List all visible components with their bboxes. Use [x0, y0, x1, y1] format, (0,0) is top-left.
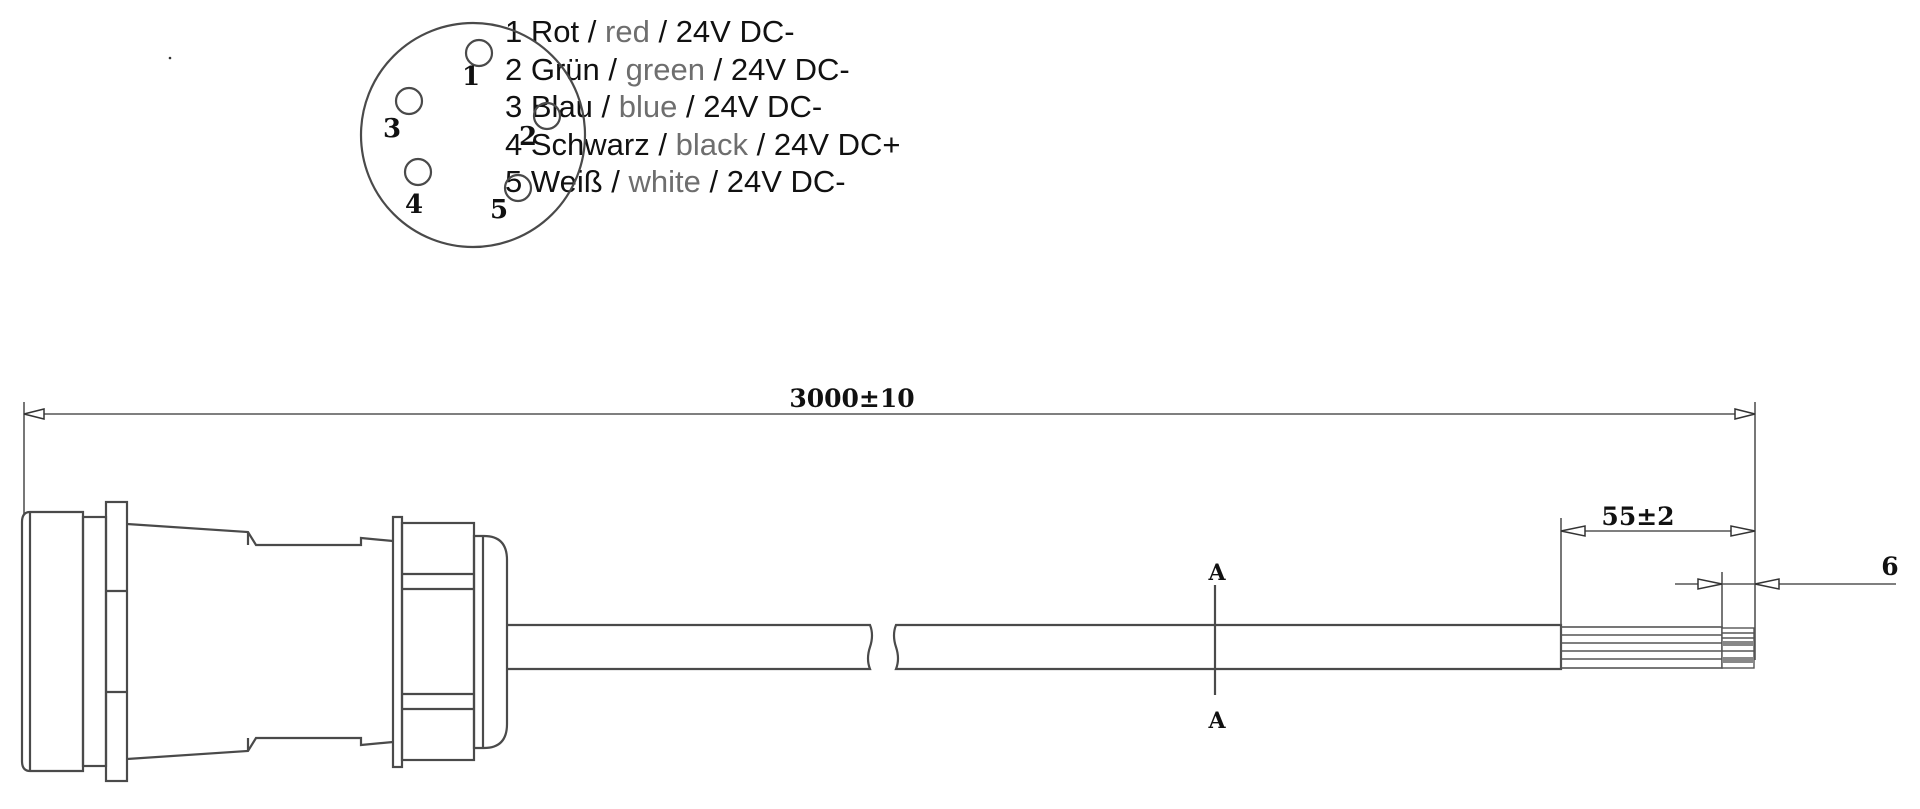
tip-length-label: 6	[1881, 552, 1898, 581]
separator: /	[709, 164, 719, 199]
color-en: red	[605, 14, 650, 49]
legend-row-1: 1 Rot / red / 24V DC-	[505, 13, 901, 51]
arrow-left-icon	[1754, 578, 1780, 590]
connector-body	[20, 500, 509, 783]
total-length-dimension: 3000±10	[23, 384, 1756, 660]
voltage: 24V DC-	[703, 89, 823, 124]
color-en: black	[675, 126, 748, 162]
pin-label-5: 5	[490, 195, 508, 225]
connector-face: 1 2 3 4 5	[359, 21, 587, 249]
voltage: 24V DC-	[675, 14, 795, 49]
separator: /	[608, 51, 618, 87]
pin-4	[403, 157, 433, 187]
legend-row-3: 3 Blau / blue / 24V DC-	[505, 88, 901, 126]
separator: /	[587, 14, 597, 49]
separator: /	[686, 89, 695, 124]
tip-length-dimension: 6	[1675, 552, 1899, 628]
pin-number: 3	[505, 89, 523, 124]
legend-row-2: 2 Grün / green / 24V DC-	[505, 51, 901, 89]
voltage: 24V DC+	[773, 126, 901, 162]
strip-length-dimension: 55±2	[1560, 502, 1756, 625]
pin-2	[532, 101, 562, 131]
strip-length-label: 55±2	[1601, 502, 1674, 531]
total-length-label: 3000±10	[789, 384, 914, 413]
arrow-left-icon	[1560, 525, 1586, 537]
section-a-a: A A	[1207, 560, 1226, 734]
pin-label-3: 3	[383, 114, 401, 144]
separator: /	[601, 89, 611, 124]
face-outline	[359, 21, 587, 249]
pin-number: 5	[505, 164, 523, 199]
color-en: blue	[618, 89, 678, 124]
pin-1	[464, 38, 494, 68]
pin-legend: 1 Rot / red / 24V DC- 2 Grün / green / 2…	[505, 13, 901, 201]
color-de: Schwarz	[530, 126, 650, 162]
separator: /	[658, 126, 667, 162]
color-en: white	[628, 164, 701, 199]
voltage: 24V DC-	[726, 164, 846, 199]
color-de: Weiß	[530, 164, 603, 199]
pin-label-4: 4	[405, 190, 423, 220]
pin-label-1: 1	[462, 62, 480, 92]
legend-row-5: 5 Weiß / white / 24V DC-	[505, 163, 901, 201]
color-de: Grün	[530, 51, 600, 87]
color-de: Blau	[530, 89, 593, 124]
separator: /	[713, 51, 723, 87]
pin-3	[394, 86, 424, 116]
separator: /	[756, 126, 766, 162]
stray-dot	[168, 56, 172, 60]
pin-number: 4	[505, 126, 523, 162]
voltage: 24V DC-	[730, 51, 850, 87]
arrow-right-icon	[1734, 408, 1756, 420]
stripped-wires	[1560, 626, 1755, 669]
section-label-top: A	[1207, 560, 1226, 586]
cable	[507, 623, 1563, 671]
arrow-right-icon	[1697, 578, 1723, 590]
pin-number: 2	[505, 51, 523, 87]
separator: /	[611, 164, 620, 199]
legend-row-4: 4 Schwarz / black / 24V DC+	[505, 126, 901, 164]
section-label-bottom: A	[1207, 708, 1226, 734]
arrow-right-icon	[1730, 525, 1756, 537]
separator: /	[658, 14, 668, 49]
pin-5	[503, 173, 533, 203]
pin-label-2: 2	[519, 122, 537, 152]
color-en: green	[625, 51, 705, 87]
arrow-left-icon	[23, 408, 45, 420]
